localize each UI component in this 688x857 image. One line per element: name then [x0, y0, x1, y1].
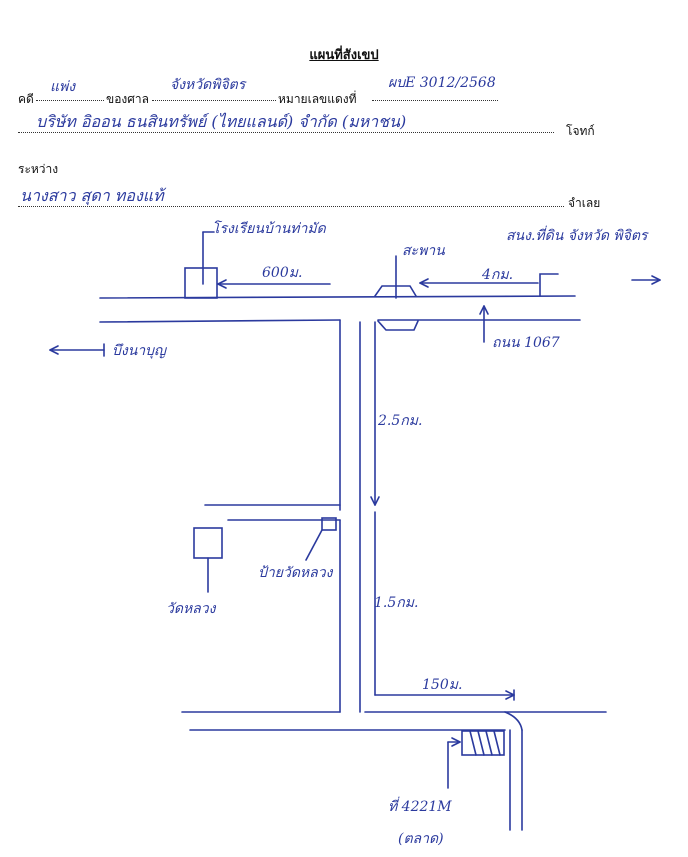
- plaintiff-name: บริษัท อิออน ธนสินทรัพย์ (ไทยแลนด์) จำกั…: [36, 112, 407, 131]
- dist-150-label: 150ม.: [422, 677, 463, 693]
- bridge-label: สะพาน: [402, 243, 445, 259]
- dist-600-label: 600ม.: [262, 265, 303, 281]
- court-label: ของศาล: [106, 92, 149, 106]
- road-1067-junction: [377, 320, 419, 331]
- court-name: จังหวัดพิจิตร: [170, 77, 246, 93]
- dist-25-label: 2.5กม.: [378, 413, 423, 429]
- court-line: [152, 100, 276, 101]
- page-title: แผนที่สังเขป: [309, 48, 379, 63]
- sign-box: [321, 517, 337, 531]
- dist-4km-label: 4กม.: [482, 267, 514, 283]
- case-no-line: [36, 100, 104, 101]
- house-note-label: (ตลาด): [398, 831, 444, 847]
- district-office-building: [539, 273, 559, 297]
- between-label: ระหว่าง: [18, 162, 59, 176]
- defendant-label: จำเลย: [568, 196, 601, 210]
- main-road-top-edge: [99, 295, 576, 299]
- sign-label: ป้ายวัดหลวง: [258, 565, 333, 581]
- temple-label: วัดหลวง: [166, 601, 216, 617]
- black-no-label: หมายเลขแดงที่: [278, 92, 357, 106]
- district-office-label: สนง.ที่ดิน จังหวัด พิจิตร: [506, 228, 648, 244]
- black-no-line: [372, 100, 498, 101]
- school-building: [184, 267, 218, 299]
- bueng-north-label: บึงนาบุญ: [112, 343, 166, 359]
- school-label: โรงเรียนบ้านท่ามัด: [212, 221, 326, 237]
- defendant-name: นางสาว สุดา ทองแท้: [20, 186, 164, 205]
- defendant-line: [18, 206, 564, 207]
- house-no-label: ที่ 4221M: [388, 799, 452, 815]
- plaintiff-line: [18, 132, 554, 133]
- dist-15-label: 1.5กม.: [374, 595, 419, 611]
- case-no: แพ่ง: [50, 79, 76, 95]
- road-1067-label: ถนน 1067: [492, 335, 560, 351]
- temple-building: [193, 527, 223, 559]
- main-road-bottom-edge-left: [99, 319, 341, 323]
- target-house: [461, 730, 505, 756]
- black-no: ผบE 3012/2568: [388, 75, 496, 91]
- case-label: คดี: [18, 92, 34, 106]
- plaintiff-label: โจทก์: [566, 124, 595, 138]
